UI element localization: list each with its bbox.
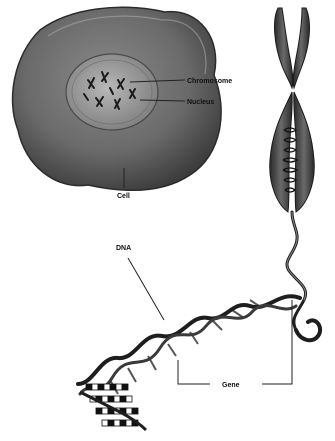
chromosome [270, 8, 315, 212]
gene-label: Gene [222, 382, 240, 389]
dna-strand-coil [287, 212, 306, 330]
dna-double-helix [78, 296, 300, 394]
chromosome-label: Chromosome [187, 78, 232, 85]
dna-backbone-1 [78, 296, 300, 384]
chromosome-left-arm-top [275, 8, 293, 88]
dna-base-pairs [110, 300, 262, 394]
dna-coil-end [296, 320, 320, 340]
cell-label: Cell [117, 193, 130, 200]
dna-backbone-2 [80, 306, 296, 394]
dna-leader-line [128, 258, 164, 320]
dna-label: DNA [116, 245, 131, 252]
chromosome-right-arm-bottom [294, 92, 315, 212]
dna-ladder-bases [80, 384, 146, 430]
nucleus-label: Nucleus [187, 99, 214, 106]
chromosome-right-arm-top [293, 8, 309, 88]
